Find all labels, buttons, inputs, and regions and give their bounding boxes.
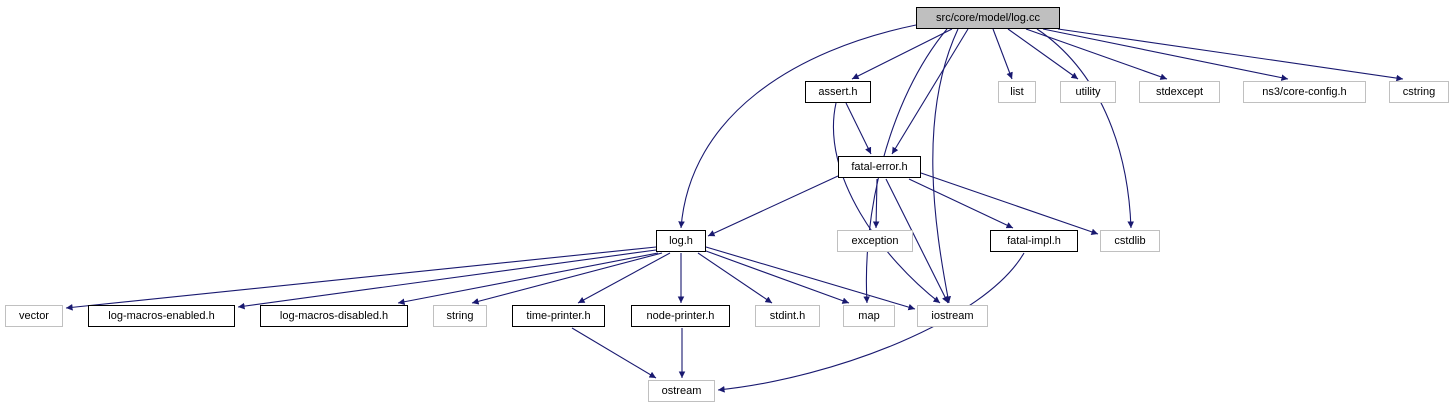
edge-fatal-impl-h-ostream <box>717 252 1025 393</box>
node-time-printer-h[interactable]: time-printer.h <box>512 305 605 327</box>
edge-log-cc-list <box>992 28 1013 80</box>
node-log-macros-disabled-h[interactable]: log-macros-disabled.h <box>260 305 408 327</box>
edge-fatal-error-h-log-h <box>707 175 839 237</box>
edge-log-cc-fatal-error-h <box>891 28 969 155</box>
edge-fatal-error-h-fatal-impl-h <box>908 178 1014 229</box>
node-string: string <box>433 305 487 327</box>
node-cstring: cstring <box>1389 81 1449 103</box>
edge-log-cc-utility <box>1007 28 1079 80</box>
node-log-h[interactable]: log.h <box>656 230 706 252</box>
node-ostream: ostream <box>648 380 715 402</box>
node-log-cc: src/core/model/log.cc <box>916 7 1060 29</box>
edge-log-h-log-macros-disabled-h <box>397 252 659 305</box>
edge-log-h-vector <box>65 246 657 311</box>
edge-fatal-error-h-cstdlib <box>920 172 1099 235</box>
node-fatal-impl-h[interactable]: fatal-impl.h <box>990 230 1078 252</box>
node-stdexcept: stdexcept <box>1139 81 1220 103</box>
edge-assert-h-iostream <box>832 102 941 304</box>
node-utility: utility <box>1060 81 1116 103</box>
edge-log-h-time-printer-h <box>577 252 671 304</box>
node-iostream: iostream <box>917 305 988 327</box>
node-assert-h[interactable]: assert.h <box>805 81 871 103</box>
node-fatal-error-h[interactable]: fatal-error.h <box>838 156 921 178</box>
edge-log-cc-cstring <box>1057 28 1404 82</box>
edge-log-h-string <box>471 252 663 305</box>
edge-fatal-error-h-iostream <box>885 178 949 304</box>
edge-log-cc-cstdlib <box>1036 28 1135 229</box>
node-stdint-h: stdint.h <box>755 305 820 327</box>
edge-assert-h-fatal-error-h <box>845 102 872 155</box>
edge-log-cc-core-config-h <box>1042 28 1289 81</box>
node-map: map <box>843 305 895 327</box>
edge-log-cc-stdexcept <box>1025 28 1168 80</box>
node-core-config-h: ns3/core-config.h <box>1243 81 1366 103</box>
edge-log-h-map <box>705 250 850 304</box>
node-exception: exception <box>837 230 913 252</box>
node-cstdlib: cstdlib <box>1100 230 1160 252</box>
edge-log-cc-iostream <box>932 28 959 304</box>
edge-log-h-log-macros-enabled-h <box>237 249 657 310</box>
node-node-printer-h[interactable]: node-printer.h <box>631 305 730 327</box>
edge-log-cc-assert-h <box>851 28 953 80</box>
edge-log-h-iostream <box>705 246 916 311</box>
edge-fatal-error-h-exception <box>872 178 880 229</box>
node-vector: vector <box>5 305 63 327</box>
edge-log-cc-log-h <box>678 24 917 229</box>
node-log-macros-enabled-h[interactable]: log-macros-enabled.h <box>88 305 235 327</box>
node-list: list <box>998 81 1036 103</box>
edge-time-printer-h-ostream <box>571 327 657 379</box>
edge-log-h-stdint-h <box>697 252 773 304</box>
